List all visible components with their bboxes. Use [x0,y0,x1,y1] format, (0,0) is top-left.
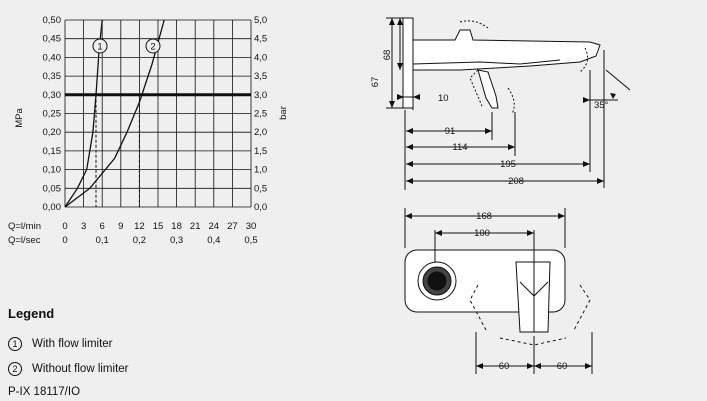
x-tick-sec: 0,5 [244,235,257,246]
dim-35deg: 35° [594,100,609,111]
y-unit-left: MPa [14,108,25,128]
x-tick-sec: 0,1 [96,235,109,246]
y-tick-right: 5,0 [254,15,267,26]
legend-item-2: 2 Without flow limiter [8,362,129,376]
x-tick-min: 30 [246,221,257,232]
spout-outline [412,29,601,71]
x-caption-sec: Q=l/sec [8,235,41,246]
y-tick-right: 3,0 [254,90,267,101]
dim-68: 68 [382,50,393,61]
y-tick-left: 0,15 [43,146,62,157]
y-tick-right: 2,5 [254,109,267,120]
legend-text-2: Without flow limiter [32,363,129,375]
front-lever [515,261,551,333]
x-tick-min: 24 [209,221,220,232]
x-tick-sec: 0,2 [133,235,146,246]
y-tick-right: 4,0 [254,52,267,63]
x-tick-sec: 0 [62,235,67,246]
x-tick-min: 21 [190,221,201,232]
dim-195: 195 [500,159,516,170]
x-tick-min: 3 [81,221,86,232]
y-tick-left: 0,25 [43,109,62,120]
y-tick-left: 0,05 [43,183,62,194]
series-line-2 [64,19,165,208]
series-marker-label-1: 1 [97,42,102,53]
series-marker-1 [92,38,108,54]
x-caption-min: Q=l/min [8,221,41,232]
legend-text-1: With flow limiter [32,338,113,350]
legend-number-2: 2 [8,362,22,376]
legend-number-1: 1 [8,337,22,351]
product-code: P-IX 18117/IO [8,386,81,398]
dim-60-left: 60 [499,361,510,372]
y-tick-left: 0,35 [43,71,62,82]
series-marker-label-2: 2 [150,42,155,53]
x-tick-min: 18 [171,221,182,232]
dim-168: 168 [476,211,492,222]
dim-91: 91 [445,126,456,137]
y-tick-left: 0,00 [43,202,62,213]
lever [477,69,499,109]
dim-114: 114 [452,142,467,153]
legend-title: Legend [8,306,55,321]
y-tick-left: 0,30 [43,90,62,101]
dim-100: 100 [474,228,490,239]
x-tick-min: 0 [62,221,67,232]
x-tick-min: 9 [118,221,123,232]
x-tick-min: 12 [134,221,145,232]
y-tick-left: 0,50 [43,15,62,26]
y-unit-right: bar [278,106,289,120]
x-tick-sec: 0,3 [170,235,183,246]
legend-item-1: 1 With flow limiter [8,337,113,351]
dim-60-right: 60 [557,361,568,372]
x-tick-min: 15 [153,221,164,232]
dim-208: 208 [508,176,524,187]
x-tick-sec: 0,4 [207,235,220,246]
y-tick-right: 1,0 [254,165,267,176]
y-tick-left: 0,10 [43,165,62,176]
y-tick-right: 1,5 [254,146,267,157]
y-tick-right: 4,5 [254,34,267,45]
x-tick-min: 27 [227,221,238,232]
y-tick-left: 0,45 [43,34,62,45]
y-tick-left: 0,20 [43,127,62,138]
dim-67: 67 [370,77,381,88]
series-marker-2 [145,38,161,54]
dim-10: 10 [438,93,449,104]
y-tick-right: 3,5 [254,71,267,82]
y-tick-right: 0,5 [254,183,267,194]
y-tick-right: 2,0 [254,127,267,138]
y-tick-left: 0,40 [43,52,62,63]
y-tick-right: 0,0 [254,202,267,213]
x-tick-min: 6 [100,221,105,232]
